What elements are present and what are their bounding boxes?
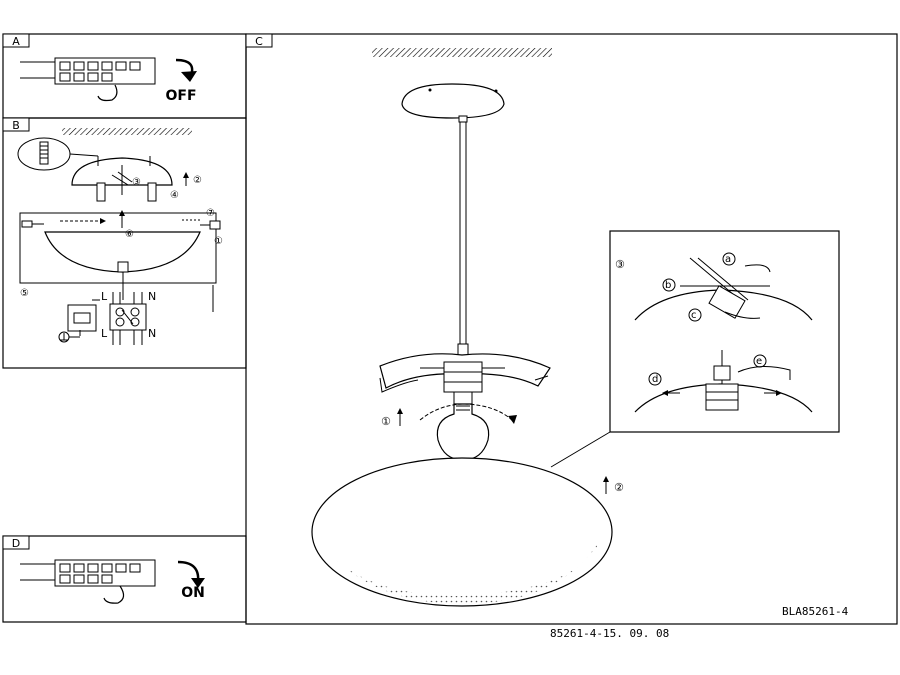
panel-c-letter: C	[255, 35, 263, 48]
step-mark-5: ⑤	[20, 288, 29, 299]
step-mark-3: ③	[132, 177, 141, 188]
detail-mark-e: e	[756, 356, 762, 367]
panel-b-letter: B	[12, 119, 20, 132]
panel-d-letter: D	[12, 537, 20, 550]
drawing-code: BLA85261-4	[782, 605, 849, 618]
live-label: L	[101, 290, 108, 303]
step-mark-c2: ②	[614, 481, 624, 494]
panel-b: B ② ③ ④	[2, 117, 247, 369]
pendant-canopy	[401, 83, 505, 123]
neutral-label-bottom: N	[148, 327, 156, 340]
step-mark-7: ⑦	[206, 208, 215, 219]
detail-mark-a: a	[725, 254, 731, 265]
detail-mark-b: b	[665, 280, 671, 291]
dowel-screw-icon	[17, 137, 99, 171]
off-label: OFF	[165, 88, 196, 104]
terminal-block-icon	[20, 57, 156, 102]
step-mark-c1: ①	[381, 415, 391, 428]
footer-code: 85261-4-15. 09. 08	[550, 627, 669, 640]
detail-mark-d: d	[652, 374, 658, 385]
on-label: ON	[181, 585, 205, 601]
screw-left-icon	[21, 218, 106, 228]
panel-a: A OFF	[2, 33, 247, 119]
step-mark-2: ②	[193, 175, 202, 186]
detail-inset: ③ a b c d e	[609, 230, 840, 433]
step-mark-4: ④	[170, 190, 179, 201]
wiring-terminal	[67, 292, 147, 345]
neutral-label: N	[148, 290, 156, 303]
mounting-bracket	[71, 156, 173, 202]
step-mark-1: ①	[214, 236, 223, 247]
light-bulb-icon	[436, 403, 490, 461]
lamp-socket	[443, 361, 483, 405]
callout-line	[550, 431, 611, 468]
panel-c: C ① ②	[245, 33, 898, 625]
live-label-bottom: L	[101, 327, 108, 340]
panel-a-letter: A	[12, 35, 20, 48]
step-mark-c3: ③	[615, 258, 625, 271]
detail-mark-c: c	[691, 310, 697, 321]
screw-in-arrow-icon	[419, 403, 513, 421]
terminal-block-icon	[20, 559, 156, 604]
suspension-rod	[459, 121, 467, 345]
canopy-cover	[19, 212, 217, 300]
glass-shade	[311, 457, 613, 607]
ceiling-hatch	[62, 128, 192, 135]
panel-d: D ON	[2, 535, 247, 623]
ceiling-hatch-main	[372, 48, 552, 57]
ground-symbol-icon	[58, 331, 80, 343]
step-mark-6: ⑥	[125, 229, 134, 240]
screw-right-icon	[182, 219, 221, 230]
